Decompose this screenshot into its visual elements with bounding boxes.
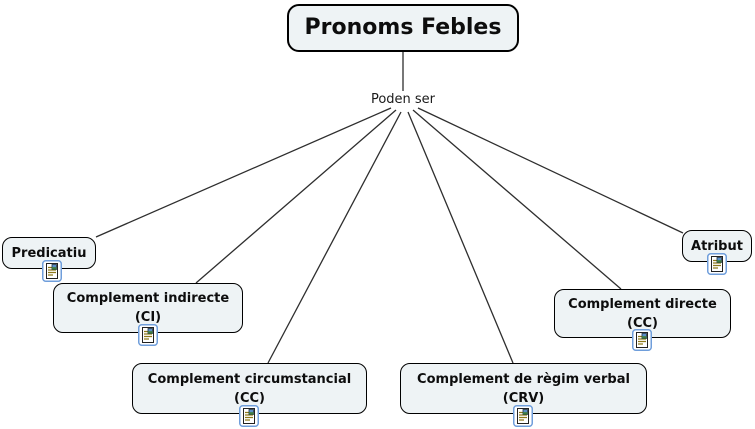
node-label-line1: Complement directe bbox=[568, 296, 717, 312]
edge-to-complement-regim-verbal bbox=[407, 111, 514, 364]
resource-icon[interactable] bbox=[239, 405, 259, 427]
resource-icon[interactable] bbox=[632, 329, 652, 351]
node-label: Atribut bbox=[691, 238, 743, 254]
edge-to-complement-indirecte bbox=[195, 109, 397, 284]
node-label-line2: (CI) bbox=[134, 310, 162, 325]
edge-to-predicatiu bbox=[95, 107, 392, 238]
linking-phrase[interactable]: Poden ser bbox=[370, 92, 436, 107]
node-label: Predicatiu bbox=[11, 245, 87, 261]
node-label-line1: Complement indirecte bbox=[66, 291, 230, 306]
edge-to-complement-directe bbox=[412, 109, 622, 290]
edge-to-atribut bbox=[417, 107, 684, 234]
title-label: Pronoms Febles bbox=[304, 15, 502, 40]
resource-icon[interactable] bbox=[513, 405, 533, 427]
edge-to-complement-circumstancial bbox=[267, 111, 402, 364]
node-label-line2: (CC) bbox=[627, 315, 658, 331]
node-label-line2: (CRV) bbox=[502, 390, 545, 406]
concept-node-title[interactable]: Pronoms Febles bbox=[287, 4, 519, 52]
node-label-line1: Complement de règim verbal bbox=[417, 371, 630, 387]
resource-icon[interactable] bbox=[707, 253, 727, 275]
resource-icon[interactable] bbox=[42, 260, 62, 282]
resource-icon[interactable] bbox=[138, 324, 158, 346]
node-label-line2: (CC) bbox=[234, 390, 265, 406]
node-label-line1: Complement circumstancial bbox=[147, 371, 352, 387]
